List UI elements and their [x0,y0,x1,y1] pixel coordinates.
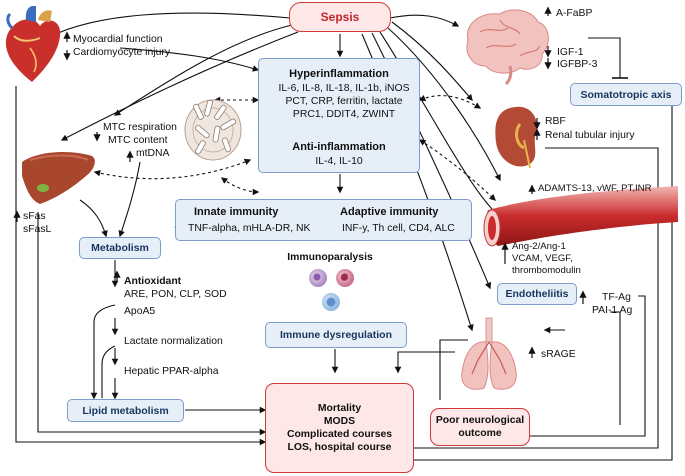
innate-title: Innate immunity [194,206,279,218]
adaptive-title: Adaptive immunity [340,206,439,218]
lipid-metabolism-box: Lipid metabolism [67,399,184,422]
anti-title: Anti-inflammation [292,141,386,153]
hyper-title: Hyperinflammation [289,68,389,80]
outcomes-box: Mortality MODS Complicated courses LOS, … [265,383,414,473]
neuro-line-2: outcome [458,428,502,439]
antioxidant-items: ARE, PON, CLP, SOD [124,289,227,300]
innate-line: TNF-alpha, mHLA-DR, NK [188,223,311,234]
neuro-line-1: Poor neurological [435,415,525,426]
lung-srage: sRAGE [541,349,576,360]
immune-dysregulation-label: Immune dysregulation [279,329,393,341]
metabolism-box: Metabolism [79,237,161,259]
brain-igfbp3: IGFBP-3 [557,59,598,70]
brain-afabp: A-FaBP [556,8,593,19]
vessel-line-2: VCAM, VEGF, [512,253,573,264]
kidney-rbf: RBF [545,116,566,127]
hepatic-ppar-alpha: Hepatic PPAR-alpha [124,366,219,377]
anti-line: IL-4, IL-10 [315,156,363,167]
hyper-line-1: IL-6, IL-8, IL-18, IL-1b, iNOS [278,83,410,94]
immunoparalysis-label: Immunoparalysis [287,252,373,263]
sepsis-box: Sepsis [289,2,391,32]
kidney-renal-injury: Renal tubular injury [545,130,635,141]
outcome-mods: MODS [323,416,356,427]
hyper-line-3: PRC1, DDIT4, ZWINT [292,109,396,120]
adaptive-line: INF-y, Th cell, CD4, ALC [342,223,455,234]
endotheliitis-label: Endotheliitis [505,288,569,300]
somatotropic-label: Somatotropic axis [580,89,672,101]
antioxidant-title: Antioxidant [124,276,182,287]
lungs-icon [461,317,517,390]
coag-tf-ag: TF-Ag [602,292,631,303]
hyper-line-2: PCT, CRP, ferritin, lactate [285,96,403,107]
lipid-metabolism-label: Lipid metabolism [82,405,169,417]
liver-icon [22,152,95,204]
neuro-outcome-box: Poor neurological outcome [430,408,530,446]
heart-line-2: Cardiomyocyte injury [73,47,171,58]
lactate-normalization: Lactate normalization [124,336,223,347]
kidney-icon [495,106,537,169]
sepsis-label: Sepsis [320,10,360,24]
vessel-line-1: Ang-2/Ang-1 [512,241,566,252]
mito-line-1: MTC respiration [103,122,177,133]
heart-icon [5,6,61,82]
heart-line-1: Myocardial function [73,34,163,45]
inflammation-box: Hyperinflammation IL-6, IL-8, IL-18, IL-… [258,58,420,173]
liver-line-2: sFasL [23,224,52,235]
metabolism-label: Metabolism [91,242,149,254]
coag-pai1-ag: PAI-1 Ag [592,305,633,316]
immune-dysregulation-box: Immune dysregulation [265,322,407,348]
liver-line-1: sFas [23,211,46,222]
blood-vessel-icon [483,186,678,247]
outcome-los: LOS, hospital course [287,442,392,453]
mitochondria-icon [184,99,242,161]
immunity-box: Innate immunity TNF-alpha, mHLA-DR, NK A… [175,199,472,241]
outcome-complicated: Complicated courses [286,429,393,440]
outcome-mortality: Mortality [317,403,362,414]
vessel-line-3: thrombomodulin [512,265,581,276]
somatotropic-box: Somatotropic axis [570,83,682,106]
endotheliitis-box: Endotheliitis [497,283,577,305]
apoa5: ApoA5 [124,306,156,317]
mito-line-3: mtDNA [136,148,170,159]
brain-icon [466,9,549,86]
vessel-top-line: ADAMTS-13, vWF, PT,INR [538,183,652,194]
immune-cells-icon [309,269,354,311]
brain-igf1: IGF-1 [557,47,584,58]
mito-line-2: MTC content [108,135,168,146]
